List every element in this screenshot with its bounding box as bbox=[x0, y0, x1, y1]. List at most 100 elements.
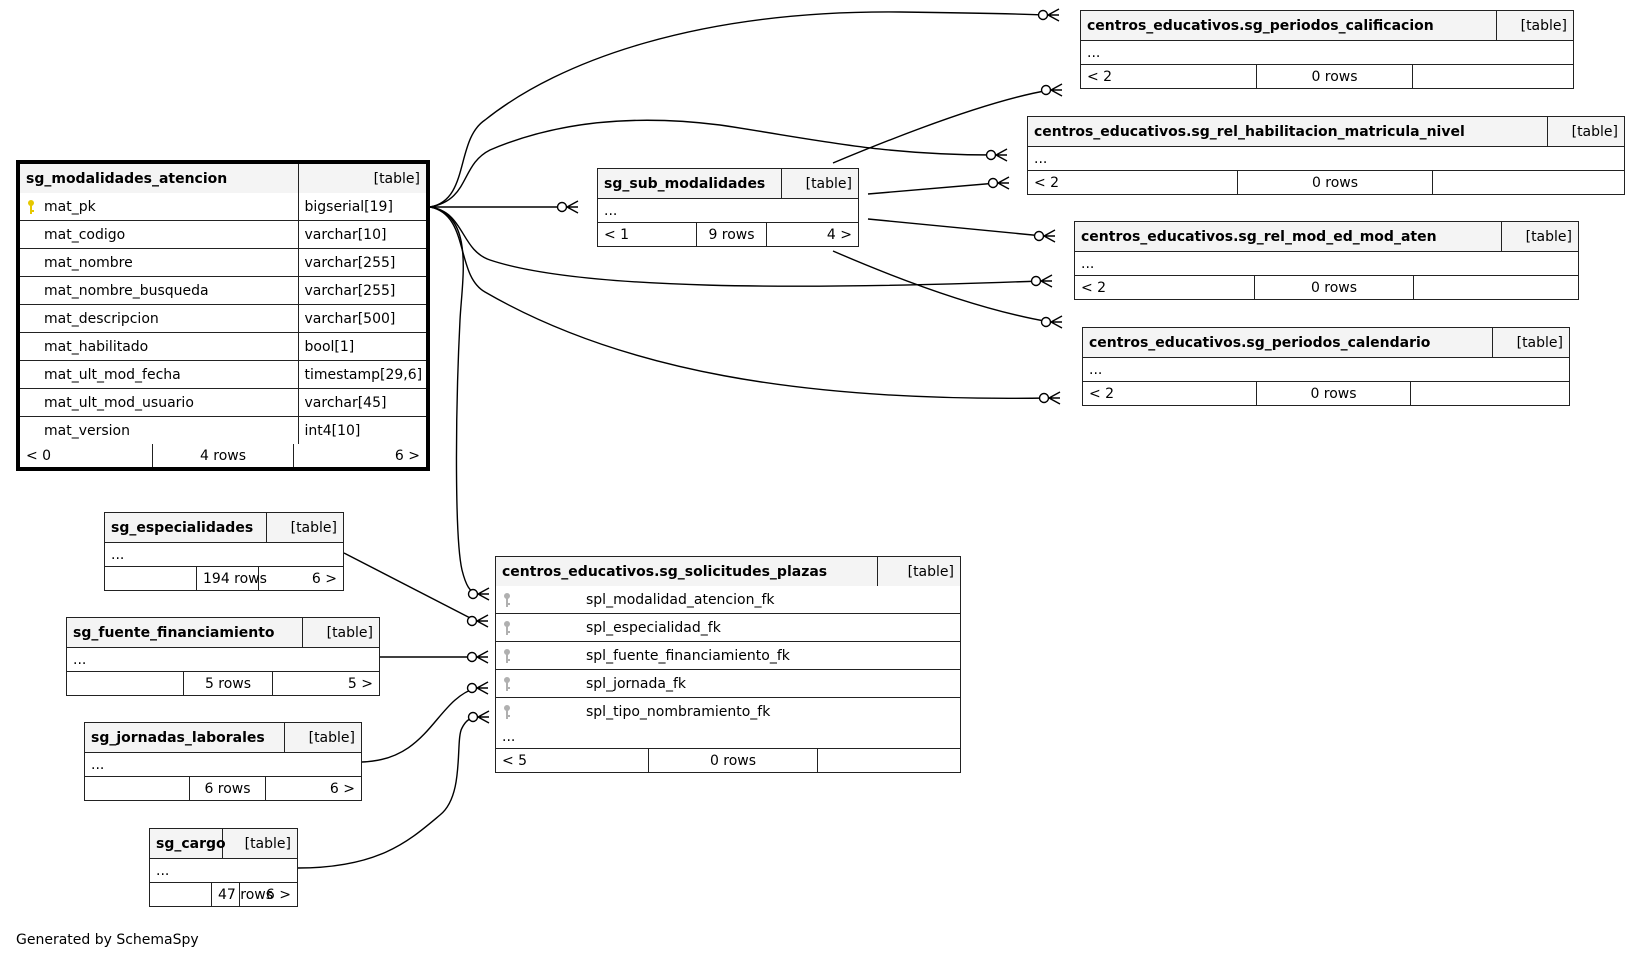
parents-count[interactable]: < 2 bbox=[1081, 65, 1257, 88]
zero-or-many-marker bbox=[466, 681, 489, 695]
children-count[interactable] bbox=[1414, 276, 1579, 299]
children-count[interactable]: 4 > bbox=[826, 226, 852, 243]
table-sg-solicitudes-plazas[interactable]: centros_educativos.sg_solicitudes_plazas… bbox=[495, 556, 961, 773]
foreign-key-icon bbox=[502, 704, 512, 720]
row-count: 6 rows bbox=[189, 777, 266, 800]
parents-count[interactable]: < 2 bbox=[1083, 382, 1257, 405]
parents-count[interactable] bbox=[85, 777, 190, 800]
table-kind: [table] bbox=[1547, 117, 1624, 147]
table-kind: [table] bbox=[877, 557, 960, 586]
zero-or-many-marker bbox=[467, 710, 490, 724]
table-kind: [table] bbox=[1496, 11, 1573, 41]
column-row[interactable]: spl_modalidad_atencion_fk bbox=[496, 586, 960, 614]
table-sg-rel-mod-ed-mod-aten[interactable]: centros_educativos.sg_rel_mod_ed_mod_ate… bbox=[1074, 221, 1579, 300]
children-count[interactable] bbox=[1433, 171, 1625, 194]
column-row[interactable]: spl_fuente_financiamiento_fk bbox=[496, 641, 960, 670]
row-count: 194 rows bbox=[196, 567, 267, 590]
children-count[interactable] bbox=[1411, 382, 1570, 405]
table-name[interactable]: centros_educativos.sg_rel_habilitacion_m… bbox=[1028, 117, 1548, 147]
column-name: mat_nombre bbox=[44, 254, 133, 271]
column-row[interactable]: mat_nombre varchar[255] bbox=[20, 248, 426, 277]
more-columns[interactable]: ... bbox=[1081, 40, 1573, 65]
column-type: varchar[255] bbox=[297, 248, 426, 277]
table-name[interactable]: centros_educativos.sg_periodos_calificac… bbox=[1081, 11, 1497, 41]
row-count: 0 rows bbox=[1256, 382, 1411, 405]
table-sg-fuente-financiamiento[interactable]: sg_fuente_financiamiento[table]...5 rows… bbox=[66, 617, 380, 696]
column-name: spl_fuente_financiamiento_fk bbox=[586, 647, 790, 664]
column-type: varchar[45] bbox=[297, 388, 426, 417]
children-count[interactable]: 5 > bbox=[347, 675, 373, 692]
column-row[interactable]: mat_descripcion varchar[500] bbox=[20, 304, 426, 333]
children-count[interactable] bbox=[818, 749, 961, 772]
children-count[interactable] bbox=[1413, 65, 1574, 88]
table-name[interactable]: sg_fuente_financiamiento bbox=[67, 618, 303, 648]
column-row[interactable]: spl_tipo_nombramiento_fk bbox=[496, 697, 960, 725]
children-count[interactable]: 6 > bbox=[329, 780, 355, 797]
parents-count[interactable]: < 2 bbox=[1075, 276, 1255, 299]
more-columns[interactable]: ... bbox=[1083, 357, 1569, 382]
column-row[interactable]: mat_ult_mod_usuario varchar[45] bbox=[20, 388, 426, 417]
zero-or-many-marker bbox=[556, 200, 579, 214]
parents-count[interactable]: < 5 bbox=[496, 749, 649, 772]
more-columns[interactable]: ... bbox=[496, 725, 960, 749]
zero-or-many-marker bbox=[1033, 229, 1056, 243]
more-columns[interactable]: ... bbox=[150, 858, 297, 883]
parents-count[interactable]: < 0 bbox=[20, 444, 153, 467]
table-sg-periodos-calificacion[interactable]: centros_educativos.sg_periodos_calificac… bbox=[1080, 10, 1574, 89]
children-count[interactable]: 6 > bbox=[265, 886, 291, 903]
more-columns[interactable]: ... bbox=[1075, 251, 1578, 276]
parents-count[interactable]: < 1 bbox=[598, 223, 697, 246]
parents-count[interactable]: < 2 bbox=[1028, 171, 1238, 194]
table-name[interactable]: sg_cargo bbox=[150, 829, 226, 859]
table-name[interactable]: sg_especialidades bbox=[105, 513, 267, 543]
foreign-key-icon bbox=[502, 620, 512, 636]
column-type: varchar[500] bbox=[297, 304, 426, 333]
table-name[interactable]: centros_educativos.sg_rel_mod_ed_mod_ate… bbox=[1075, 222, 1502, 252]
table-name[interactable]: centros_educativos.sg_periodos_calendari… bbox=[1083, 328, 1493, 358]
row-count: 0 rows bbox=[648, 749, 818, 772]
column-type: varchar[10] bbox=[297, 220, 426, 249]
more-columns[interactable]: ... bbox=[85, 752, 361, 777]
table-sg-rel-habilitacion-matricula-nivel[interactable]: centros_educativos.sg_rel_habilitacion_m… bbox=[1027, 116, 1625, 195]
zero-or-many-marker bbox=[1040, 315, 1063, 329]
row-count: 9 rows bbox=[696, 223, 767, 246]
edge-sub-rel-mod-ed bbox=[867, 218, 1044, 237]
table-name[interactable]: centros_educativos.sg_solicitudes_plazas bbox=[496, 557, 878, 586]
parents-count[interactable] bbox=[67, 672, 184, 695]
children-count[interactable]: 6 > bbox=[394, 447, 420, 464]
column-name: mat_descripcion bbox=[44, 310, 159, 327]
column-name: mat_ult_mod_usuario bbox=[44, 394, 194, 411]
table-name[interactable]: sg_sub_modalidades bbox=[598, 169, 782, 199]
edge-cargo-solicitudes bbox=[297, 716, 478, 869]
column-row[interactable]: spl_jornada_fk bbox=[496, 669, 960, 698]
more-columns[interactable]: ... bbox=[1028, 146, 1624, 171]
more-columns[interactable]: ... bbox=[67, 647, 379, 672]
edge-main-periodos-calendario bbox=[429, 206, 1049, 400]
table-sg-periodos-calendario[interactable]: centros_educativos.sg_periodos_calendari… bbox=[1082, 327, 1570, 406]
table-name[interactable]: sg_modalidades_atencion bbox=[20, 164, 299, 193]
zero-or-many-marker bbox=[987, 176, 1010, 190]
parents-count[interactable] bbox=[105, 567, 197, 590]
row-count: 0 rows bbox=[1256, 65, 1413, 88]
more-columns[interactable]: ... bbox=[105, 542, 343, 567]
zero-or-many-marker bbox=[1030, 274, 1053, 288]
column-name: mat_ult_mod_fecha bbox=[44, 366, 181, 383]
row-count: 0 rows bbox=[1237, 171, 1433, 194]
children-count[interactable]: 6 > bbox=[311, 570, 337, 587]
table-name[interactable]: sg_jornadas_laborales bbox=[85, 723, 285, 753]
more-columns[interactable]: ... bbox=[598, 198, 858, 223]
column-row[interactable]: spl_especialidad_fk bbox=[496, 613, 960, 642]
column-name: spl_jornada_fk bbox=[586, 675, 686, 692]
parents-count[interactable] bbox=[150, 883, 212, 906]
